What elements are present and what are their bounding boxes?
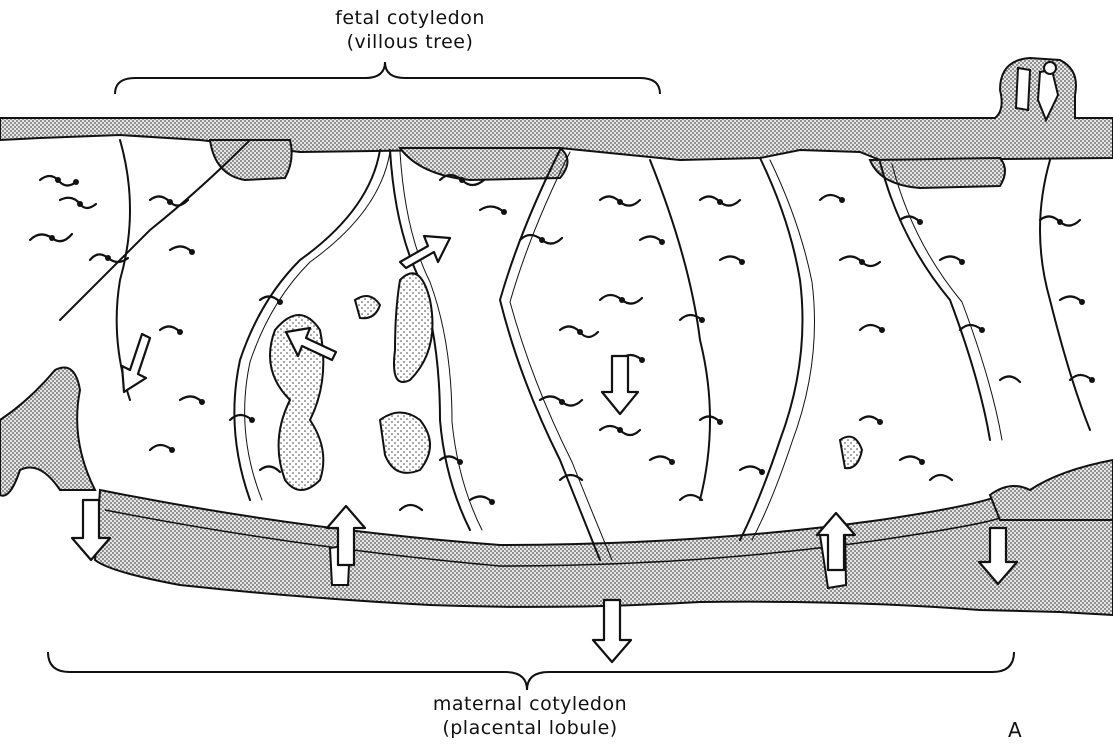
flow-arrow-icon bbox=[122, 334, 150, 392]
flow-arrow-icon bbox=[593, 600, 631, 662]
flow-arrow-icon bbox=[602, 356, 638, 414]
villous-stems bbox=[60, 140, 1090, 560]
terminal-villi bbox=[30, 175, 1092, 510]
chorionic-plate bbox=[0, 58, 1113, 160]
fetal-cotyledon-brace bbox=[115, 62, 660, 94]
villus-knobs bbox=[49, 177, 1095, 505]
basal-plate bbox=[95, 490, 1113, 615]
maternal-cotyledon-brace bbox=[48, 652, 1014, 690]
